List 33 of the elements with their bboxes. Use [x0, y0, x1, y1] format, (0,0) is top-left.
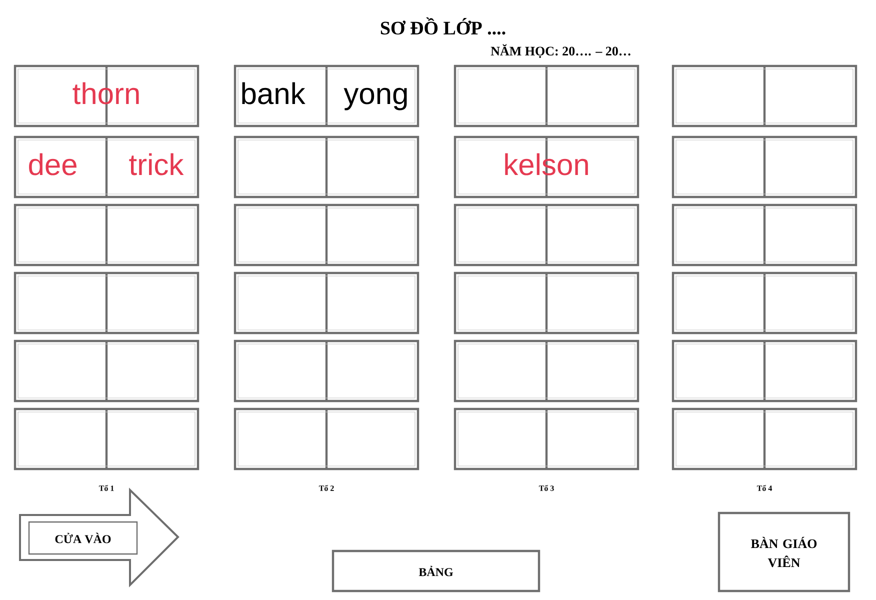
- desk: [234, 408, 420, 470]
- desk: [672, 340, 858, 402]
- group-label: Tổ 4: [756, 485, 772, 491]
- title: SƠ ĐỒ LỚP ....: [380, 17, 506, 35]
- group-label: Tổ 1: [98, 485, 114, 491]
- desk: [234, 136, 420, 198]
- desk: [672, 64, 858, 128]
- desk: [14, 408, 200, 470]
- group-label: Tổ 3: [538, 485, 554, 491]
- desk: [454, 272, 640, 334]
- desk: [454, 204, 640, 266]
- desk: [14, 136, 200, 198]
- desk: [672, 272, 858, 334]
- handwritten-name: bank yong: [242, 82, 407, 110]
- desk: [672, 408, 858, 470]
- desk: [14, 64, 200, 128]
- desk: [234, 204, 420, 266]
- desk: [234, 64, 420, 128]
- desk: [14, 272, 200, 334]
- desk: [234, 340, 420, 402]
- desk: [454, 340, 640, 402]
- desk: [454, 64, 640, 128]
- desk: [672, 204, 858, 266]
- desk: [454, 136, 640, 198]
- desk: [14, 204, 200, 266]
- desk: [672, 136, 858, 198]
- teacher-desk-box: BÀN GIÁO VIÊN: [718, 512, 850, 592]
- desk: [454, 408, 640, 470]
- handwritten-name: dee trick: [29, 153, 184, 176]
- desk: [234, 272, 420, 334]
- desk: [14, 340, 200, 402]
- board-box: BẢNG: [332, 550, 540, 592]
- group-label: Tổ 2: [318, 485, 334, 491]
